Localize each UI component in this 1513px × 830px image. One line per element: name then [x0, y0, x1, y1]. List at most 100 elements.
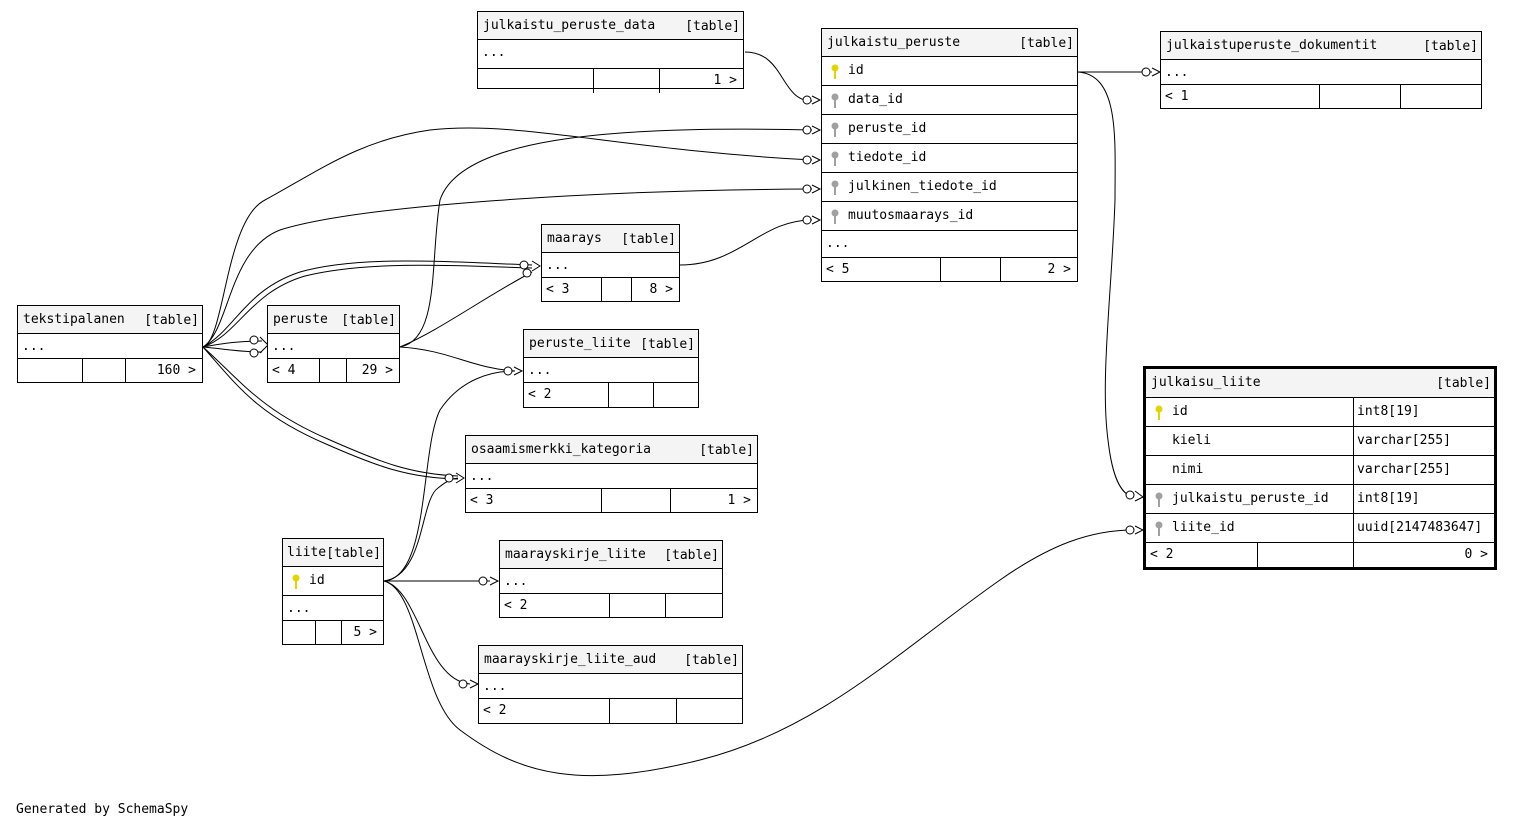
column-type: varchar[255] [1357, 433, 1451, 448]
parent-count[interactable]: < 5 [826, 262, 850, 277]
ellipsis: ... [470, 469, 494, 484]
edge-peruste-peruste-liite [399, 346, 516, 372]
edge-liite-julkaisu-liite [383, 529, 1135, 777]
table-type: [table] [326, 546, 381, 561]
child-count[interactable]: 29 > [361, 363, 393, 378]
column-name: julkinen_tiedote_id [848, 179, 997, 194]
table-name: julkaistu_peruste_data [483, 18, 656, 33]
edge-tekstipalanen-julkinen-tiedote [202, 188, 813, 348]
parent-count[interactable]: < 4 [272, 363, 296, 378]
column-row[interactable]: id int8[19] [1146, 398, 1494, 427]
column-row[interactable]: julkinen_tiedote_id [822, 173, 1077, 202]
generated-by-label: Generated by SchemaSpy [16, 802, 189, 817]
table-type: [table] [685, 19, 740, 34]
table-type: [table] [684, 653, 739, 668]
column-row[interactable]: muutosmaarays_id [822, 202, 1077, 231]
column-type: uuid[2147483647] [1357, 520, 1483, 535]
column-name: id [1172, 404, 1188, 419]
edge-liite-osaamismerkki [383, 477, 459, 582]
edge-tekstipalanen-maarays-2 [202, 264, 533, 348]
child-count[interactable]: 5 > [353, 625, 377, 640]
table-name: maarayskirje_liite_aud [484, 652, 657, 667]
edge-peruste-maarays [399, 271, 533, 348]
column-row[interactable]: kieli varchar[255] [1146, 427, 1494, 456]
table-liite[interactable]: liite[table] id ... 5 > [282, 538, 384, 645]
edge-peruste-peruste-id [399, 128, 813, 348]
primary-key-icon [831, 64, 839, 79]
parent-count[interactable]: < 3 [546, 282, 570, 297]
ellipsis: ... [482, 45, 506, 60]
parent-count[interactable]: < 2 [483, 703, 507, 718]
table-julkaistu-peruste-data[interactable]: julkaistu_peruste_data [table] ... 1 > [477, 11, 744, 93]
parent-count[interactable]: < 2 [1150, 547, 1174, 562]
column-row[interactable]: peruste_id [822, 115, 1077, 144]
table-osaamismerkki-kategoria[interactable]: osaamismerkki_kategoria[table] ... < 3 1… [465, 435, 758, 513]
child-count[interactable]: 2 > [1047, 262, 1071, 277]
column-row[interactable]: id [283, 567, 383, 596]
column-name: julkaistu_peruste_id [1172, 491, 1329, 506]
edge-liite-maarayskirje-aud [383, 580, 471, 685]
foreign-key-icon [831, 93, 839, 108]
table-maarays[interactable]: maarays[table] ... < 3 8 > [541, 224, 680, 302]
parent-count[interactable]: < 3 [470, 493, 494, 508]
table-name: maarayskirje_liite [505, 547, 646, 562]
ellipsis: ... [528, 363, 552, 378]
foreign-key-icon [831, 209, 839, 224]
column-type: varchar[255] [1357, 462, 1451, 477]
ellipsis: ... [826, 236, 850, 251]
table-maarayskirje-liite-aud[interactable]: maarayskirje_liite_aud [table] ... < 2 [478, 645, 743, 724]
table-type: [table] [144, 313, 199, 328]
edge-tekstipalanen-maarays-1 [202, 260, 533, 348]
column-name: data_id [848, 92, 903, 107]
ellipsis: ... [287, 601, 311, 616]
column-row[interactable]: data_id [822, 86, 1077, 115]
table-peruste[interactable]: peruste[table] ... < 4 29 > [267, 305, 400, 383]
column-name: id [848, 63, 864, 78]
table-maarayskirje-liite[interactable]: maarayskirje_liite[table] ... < 2 [499, 540, 723, 618]
table-type: [table] [1019, 36, 1074, 51]
foreign-key-icon [831, 151, 839, 166]
edge-data-id [744, 51, 813, 102]
column-name: kieli [1172, 433, 1212, 448]
table-julkaisu-liite[interactable]: julkaisu_liite[table] id int8[19] kieli … [1143, 366, 1497, 570]
column-row[interactable]: id [822, 57, 1077, 86]
column-row[interactable]: julkaistu_peruste_id int8[19] [1146, 485, 1494, 514]
table-name: peruste [273, 312, 328, 327]
column-row[interactable]: tiedote_id [822, 144, 1077, 173]
foreign-key-icon [831, 122, 839, 137]
parent-count[interactable]: < 2 [528, 387, 552, 402]
ellipsis: ... [483, 679, 507, 694]
edge-tekstipalanen-osaamismerkki-2 [202, 346, 459, 480]
table-julkaistu-peruste[interactable]: julkaistu_peruste[table] id data_id peru… [821, 28, 1078, 282]
table-tekstipalanen[interactable]: tekstipalanen[table] ... 160 > [17, 305, 203, 383]
table-peruste-liite[interactable]: peruste_liite[table] ... < 2 [523, 329, 699, 408]
table-julkaistuperuste-dokumentit[interactable]: julkaistuperuste_dokumentit[table] ... <… [1160, 31, 1482, 109]
table-name: tekstipalanen [23, 312, 125, 327]
table-name: osaamismerkki_kategoria [471, 442, 652, 457]
column-type: int8[19] [1357, 404, 1420, 419]
column-name: liite_id [1172, 520, 1235, 535]
ellipsis: ... [504, 574, 528, 589]
child-count[interactable]: 0 > [1464, 547, 1488, 562]
table-name: maarays [547, 231, 602, 246]
edge-liite-peruste-liite [383, 370, 516, 582]
column-row[interactable]: nimi varchar[255] [1146, 456, 1494, 485]
table-name: liite [287, 545, 327, 560]
table-type: [table] [640, 337, 695, 352]
child-count[interactable]: 8 > [649, 282, 673, 297]
column-name: tiedote_id [848, 150, 927, 165]
edge-julkaisu-liite-peruste [1077, 71, 1135, 498]
ellipsis: ... [1165, 65, 1189, 80]
column-row[interactable]: liite_id uuid[2147483647] [1146, 514, 1494, 543]
primary-key-icon [1155, 405, 1163, 420]
foreign-key-icon [831, 180, 839, 195]
table-name: julkaisu_liite [1151, 375, 1261, 390]
parent-count[interactable]: < 2 [504, 598, 528, 613]
child-count[interactable]: 1 > [713, 73, 737, 88]
table-type: [table] [341, 313, 396, 328]
parent-count[interactable]: < 1 [1165, 89, 1189, 104]
child-count[interactable]: 160 > [156, 363, 196, 378]
column-name: id [309, 573, 325, 588]
child-count[interactable]: 1 > [727, 493, 751, 508]
